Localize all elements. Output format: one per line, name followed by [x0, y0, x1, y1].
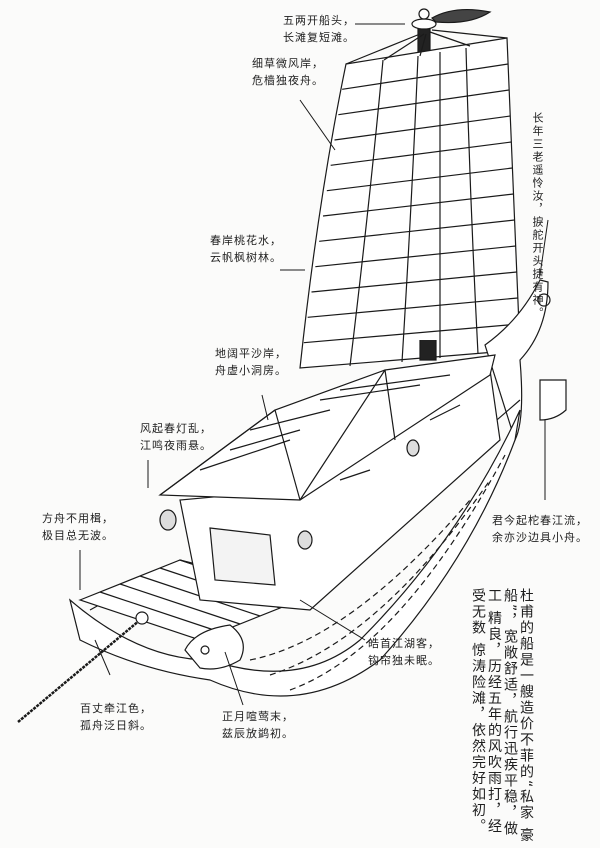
description-line: 豪船”，宽敞舒适，航行迅疾平稳，做工: [486, 588, 534, 844]
annotation-rudder: 君今起柁春江流，余亦沙边具小舟。: [492, 514, 588, 544]
annotation-lantern: 风起春灯乱，江鸣夜雨悬。: [140, 422, 212, 452]
tow-rope: [17, 619, 141, 723]
sail-batten: [322, 193, 514, 217]
sail-batten: [303, 323, 519, 344]
mast: [419, 340, 437, 361]
sail-batten: [342, 63, 509, 90]
annotation-cabin-side: 皓首江湖客，钩帘独未眠。: [368, 637, 440, 667]
annotation-tow-rope: 百丈牵江色，孤舟泛日斜。: [80, 702, 152, 732]
annotation-cabin-roof: 地阔平沙岸，舟虚小洞房。: [215, 347, 287, 377]
sail-batten: [319, 219, 515, 242]
annotation-sail-mid: 春岸桃花水，云帆枫树林。: [210, 234, 282, 264]
sail-batten: [338, 89, 510, 116]
annotation-arrows: [79, 23, 549, 706]
sail-batten: [315, 245, 516, 268]
annotation-sail-left: 细草微风岸，危樯独夜舟。: [252, 57, 324, 87]
annotation-bow-deck: 方舟不用楫，极目总无波。: [42, 512, 114, 542]
lantern-icon: [159, 439, 420, 550]
cabin-roof: [158, 354, 496, 501]
sail: [299, 29, 521, 369]
mast-top-ornament: [411, 8, 492, 57]
sail-batten: [330, 141, 512, 166]
bollard: [135, 611, 149, 625]
annotation-mast-top: 五两开船头，长滩复短滩。: [283, 14, 355, 44]
annotation-dragon-head: 正月喧莺末，兹辰放鹢初。: [222, 710, 294, 740]
dragon-head: [184, 624, 244, 670]
description-line: 惊涛险滩，依然完好如初。: [470, 642, 486, 835]
stern: [484, 279, 567, 442]
description-line: 杜甫的船是一艘造价不菲的“私家: [518, 588, 534, 822]
annotation-stern: 长年三老遥怜汝，捩舵开头捷有神。: [531, 112, 544, 320]
description-text: 杜甫的船是一艘造价不菲的“私家 豪船”，宽敞舒适，航行迅疾平稳，做工 精良，历经…: [470, 588, 534, 848]
sail-batten: [311, 271, 517, 293]
deck-plank: [99, 591, 221, 633]
sail-batten: [307, 297, 518, 318]
sail-batten: [334, 115, 511, 141]
deck-plank: [119, 583, 241, 625]
description-line: 精良，历经五年的风吹雨打，经受无数: [470, 588, 502, 835]
sail-batten: [326, 167, 513, 192]
